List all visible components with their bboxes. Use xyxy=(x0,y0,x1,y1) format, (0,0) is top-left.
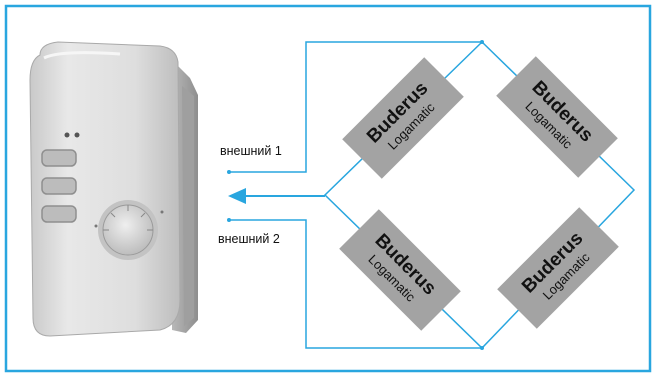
label-external-2: внешний 2 xyxy=(218,232,280,246)
junction-bottom xyxy=(480,346,484,350)
endpoint-external-2 xyxy=(227,218,231,222)
line-external-1 xyxy=(229,41,482,173)
wall-thermostat-icon xyxy=(29,41,198,337)
module-bottom-right: Buderus Logamatic xyxy=(497,207,619,329)
endpoint-external-1 xyxy=(227,170,231,174)
arrow-left-icon xyxy=(228,188,325,204)
line-external-2 xyxy=(229,219,482,349)
junction-top xyxy=(480,40,484,44)
label-external-1: внешний 1 xyxy=(220,144,282,158)
